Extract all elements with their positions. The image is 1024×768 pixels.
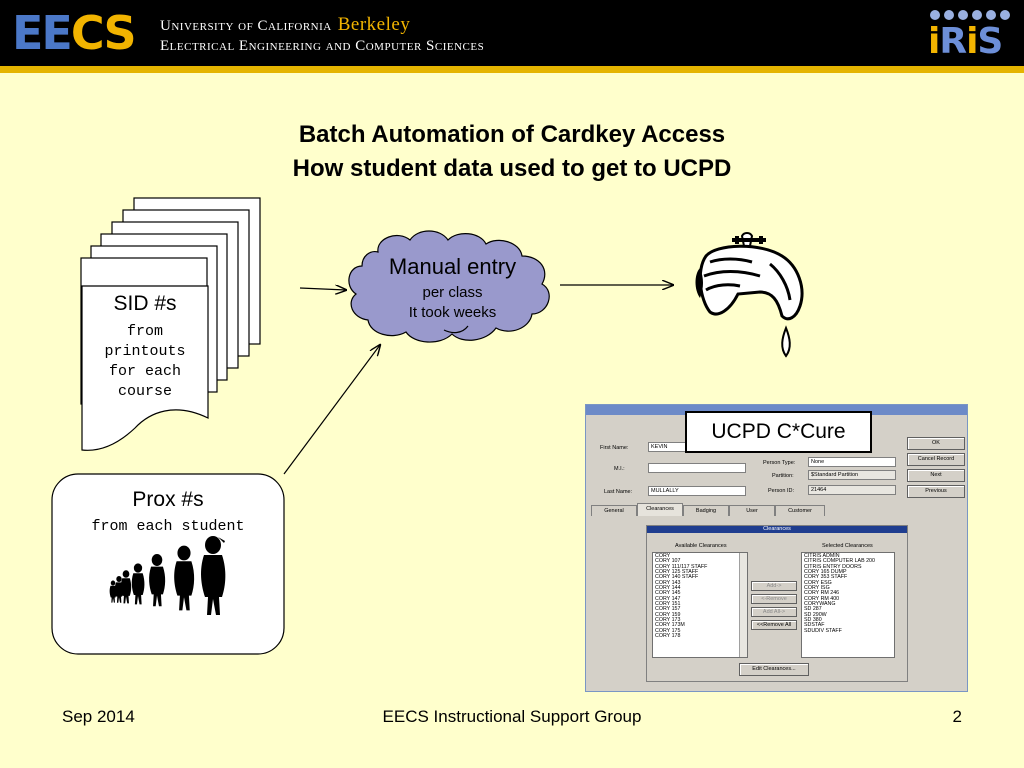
available-clearance-item[interactable]: CORY 157 <box>655 606 681 613</box>
person-id-label: Person ID: <box>768 488 794 494</box>
person-type-select[interactable]: None <box>808 457 896 467</box>
selected-clearance-item[interactable]: CORY ISG <box>804 585 830 592</box>
document-stack <box>80 197 261 451</box>
selected-clearance-item[interactable]: CITRIS COMPUTER LAB 200 <box>804 558 875 565</box>
selected-clearance-item[interactable]: CORY ESG <box>804 579 832 586</box>
partition-field: $Standard Partition <box>808 470 896 480</box>
next-button[interactable]: Next <box>907 469 965 482</box>
selected-clearance-item[interactable]: CITRIS ADMIN <box>804 553 840 559</box>
prox-subtitle: from each student <box>91 518 245 535</box>
available-clearance-item[interactable]: CORY 125 STAFF <box>655 569 699 576</box>
eecs-logo: EECS <box>12 6 137 60</box>
title-line-2: How student data used to get to UCPD <box>292 155 732 182</box>
first-name-label: First Name: <box>600 445 629 451</box>
person-id-field: 21464 <box>808 485 896 495</box>
available-clearance-item[interactable]: CORY 178 <box>655 633 681 640</box>
available-clearance-item[interactable]: CORY 140 STAFF <box>655 574 699 581</box>
tab-clearances[interactable]: Clearances <box>637 503 683 516</box>
available-clearance-item[interactable]: CORY 173 <box>655 617 681 624</box>
department-name: Electrical Engineering and Computer Scie… <box>160 38 485 54</box>
cloud-subtitle-1: per class <box>422 284 483 301</box>
selected-clearance-item[interactable]: CORY 353 STAFF <box>804 574 848 581</box>
tab-badging[interactable]: Badging <box>683 505 729 516</box>
cloud-title: Manual entry <box>388 254 517 279</box>
last-name-label: Last Name: <box>604 489 633 495</box>
slide-title: Batch Automation of Cardkey Access How s… <box>0 118 1024 186</box>
students-icon <box>109 536 226 615</box>
campus-name: Berkeley <box>337 14 411 35</box>
title-line-1: Batch Automation of Cardkey Access <box>298 121 726 148</box>
ccure-screenshot: First Name: KEVIN M.I.: Last Name: MULLA… <box>585 404 968 692</box>
prox-title: Prox #s <box>132 488 204 511</box>
add-all-button[interactable]: Add All-> <box>751 607 797 617</box>
last-name-field[interactable]: MULLALLY <box>648 486 746 496</box>
selected-clearance-item[interactable]: SD 287 <box>804 606 822 613</box>
header-accent-bar <box>0 66 1024 73</box>
edit-clearances-button[interactable]: Edit Clearances... <box>739 663 809 676</box>
person-type-label: Person Type: <box>763 460 796 466</box>
page-number: 2 <box>952 707 962 726</box>
ok-button[interactable]: OK <box>907 437 965 450</box>
footer-date: Sep 2014 <box>62 707 135 726</box>
remove-all-button[interactable]: <<Remove All <box>751 620 797 630</box>
tab-user[interactable]: User <box>729 505 775 516</box>
selected-clearance-item[interactable]: CORY 165 DUMP <box>804 569 847 576</box>
previous-button[interactable]: Previous <box>907 485 965 498</box>
available-clearance-item[interactable]: CORY 107 <box>655 558 681 565</box>
clearances-panel: Clearances Available Clearances Selected… <box>646 525 908 682</box>
add-button[interactable]: Add-> <box>751 581 797 591</box>
arrow-prox-to-cloud <box>283 345 380 475</box>
mi-label: M.I.: <box>614 466 625 472</box>
tab-general[interactable]: General <box>591 505 637 516</box>
available-clearance-item[interactable]: CORY 175 <box>655 627 681 634</box>
cancel-record-button[interactable]: Cancel Record <box>907 453 965 466</box>
selected-clearance-item[interactable]: CORY RM 400 <box>804 595 840 602</box>
tab-customer[interactable]: Customer <box>775 505 825 516</box>
mi-field[interactable] <box>648 463 746 473</box>
selected-clearance-item[interactable]: SD 380 <box>804 617 822 624</box>
available-clearance-item[interactable]: CORY 144 <box>655 585 681 592</box>
selected-clearances-label: Selected Clearances <box>822 543 873 549</box>
sid-subtitle: from printouts for each course <box>104 323 186 400</box>
remove-button[interactable]: <-Remove <box>751 594 797 604</box>
selected-clearance-item[interactable]: CORY RM 246 <box>804 590 840 597</box>
available-clearance-item[interactable]: CORY 143 <box>655 579 681 586</box>
selected-clearance-item[interactable]: SD 290W <box>804 611 827 618</box>
available-clearance-item[interactable]: CORY 145 <box>655 590 681 597</box>
selected-clearance-item[interactable]: SDSTAF <box>804 622 825 629</box>
available-clearance-item[interactable]: CORY 159 <box>655 611 681 618</box>
available-clearances-label: Available Clearances <box>675 543 727 549</box>
cloud-subtitle-2: It took weeks <box>408 304 497 321</box>
available-clearance-item[interactable]: CORY <box>655 553 671 559</box>
available-clearance-item[interactable]: CORY 173M <box>655 622 685 629</box>
sid-title: SID #s <box>113 292 177 315</box>
dripping-faucet-icon <box>695 232 804 358</box>
window-titlebar <box>586 405 967 415</box>
partition-label: Partition: <box>772 473 794 479</box>
prox-box <box>51 473 285 655</box>
available-clearance-item[interactable]: CORY 151 <box>655 601 681 608</box>
selected-clearance-item[interactable]: CORYWANG <box>804 601 836 608</box>
iris-logo: iRiS <box>928 10 1012 62</box>
manual-entry-cloud <box>348 230 550 343</box>
available-clearance-item[interactable]: CORY 111/117 STAFF <box>655 563 708 570</box>
available-clearance-item[interactable]: CORY 147 <box>655 595 681 602</box>
clearances-panel-title: Clearances <box>647 526 907 533</box>
footer-organization: EECS Instructional Support Group <box>382 707 642 726</box>
arrow-sid-to-cloud <box>299 288 346 290</box>
selected-clearance-item[interactable]: SDUDIV STAFF <box>804 627 842 634</box>
sid-document <box>81 285 209 451</box>
ucpd-ccure-label: UCPD C*Cure <box>685 411 872 453</box>
selected-clearance-item[interactable]: CITRIS ENTRY DOORS <box>804 563 862 570</box>
